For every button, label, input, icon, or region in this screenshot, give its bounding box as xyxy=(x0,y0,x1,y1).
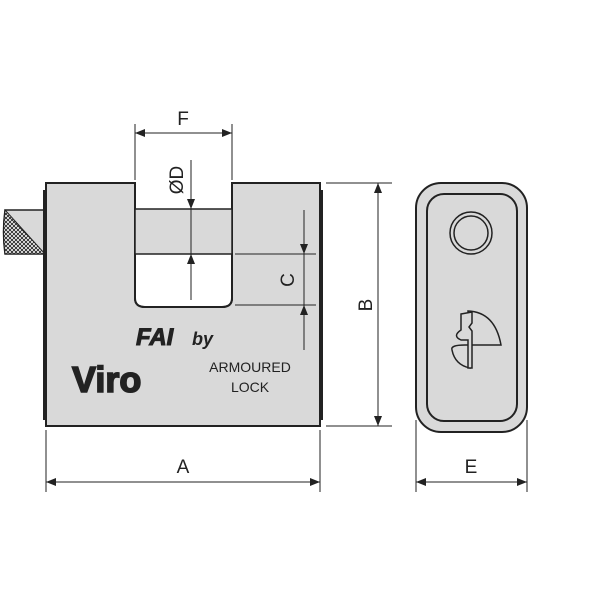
fai-logo: FAI xyxy=(136,324,175,351)
label-d: ØD xyxy=(167,166,188,195)
armoured-text: ARMOURED xyxy=(209,359,291,375)
dimension-b xyxy=(326,182,392,427)
label-f: F xyxy=(177,109,189,130)
knurled-bolt xyxy=(2,208,47,255)
label-b: B xyxy=(356,299,377,312)
dimension-f xyxy=(134,124,233,180)
viro-brand: Viro xyxy=(72,359,141,400)
shackle-bar xyxy=(134,208,233,255)
keyhole-icon xyxy=(451,310,502,369)
dimension-a xyxy=(45,430,321,492)
dimension-e xyxy=(415,420,528,492)
lock-text: LOCK xyxy=(231,379,270,395)
dimension-c xyxy=(235,210,316,350)
label-c: C xyxy=(278,273,299,287)
padlock-side-view xyxy=(415,182,528,433)
label-e: E xyxy=(465,457,478,478)
padlock-front-body xyxy=(43,182,323,427)
by-text: by xyxy=(192,329,214,349)
label-a: A xyxy=(177,457,190,478)
